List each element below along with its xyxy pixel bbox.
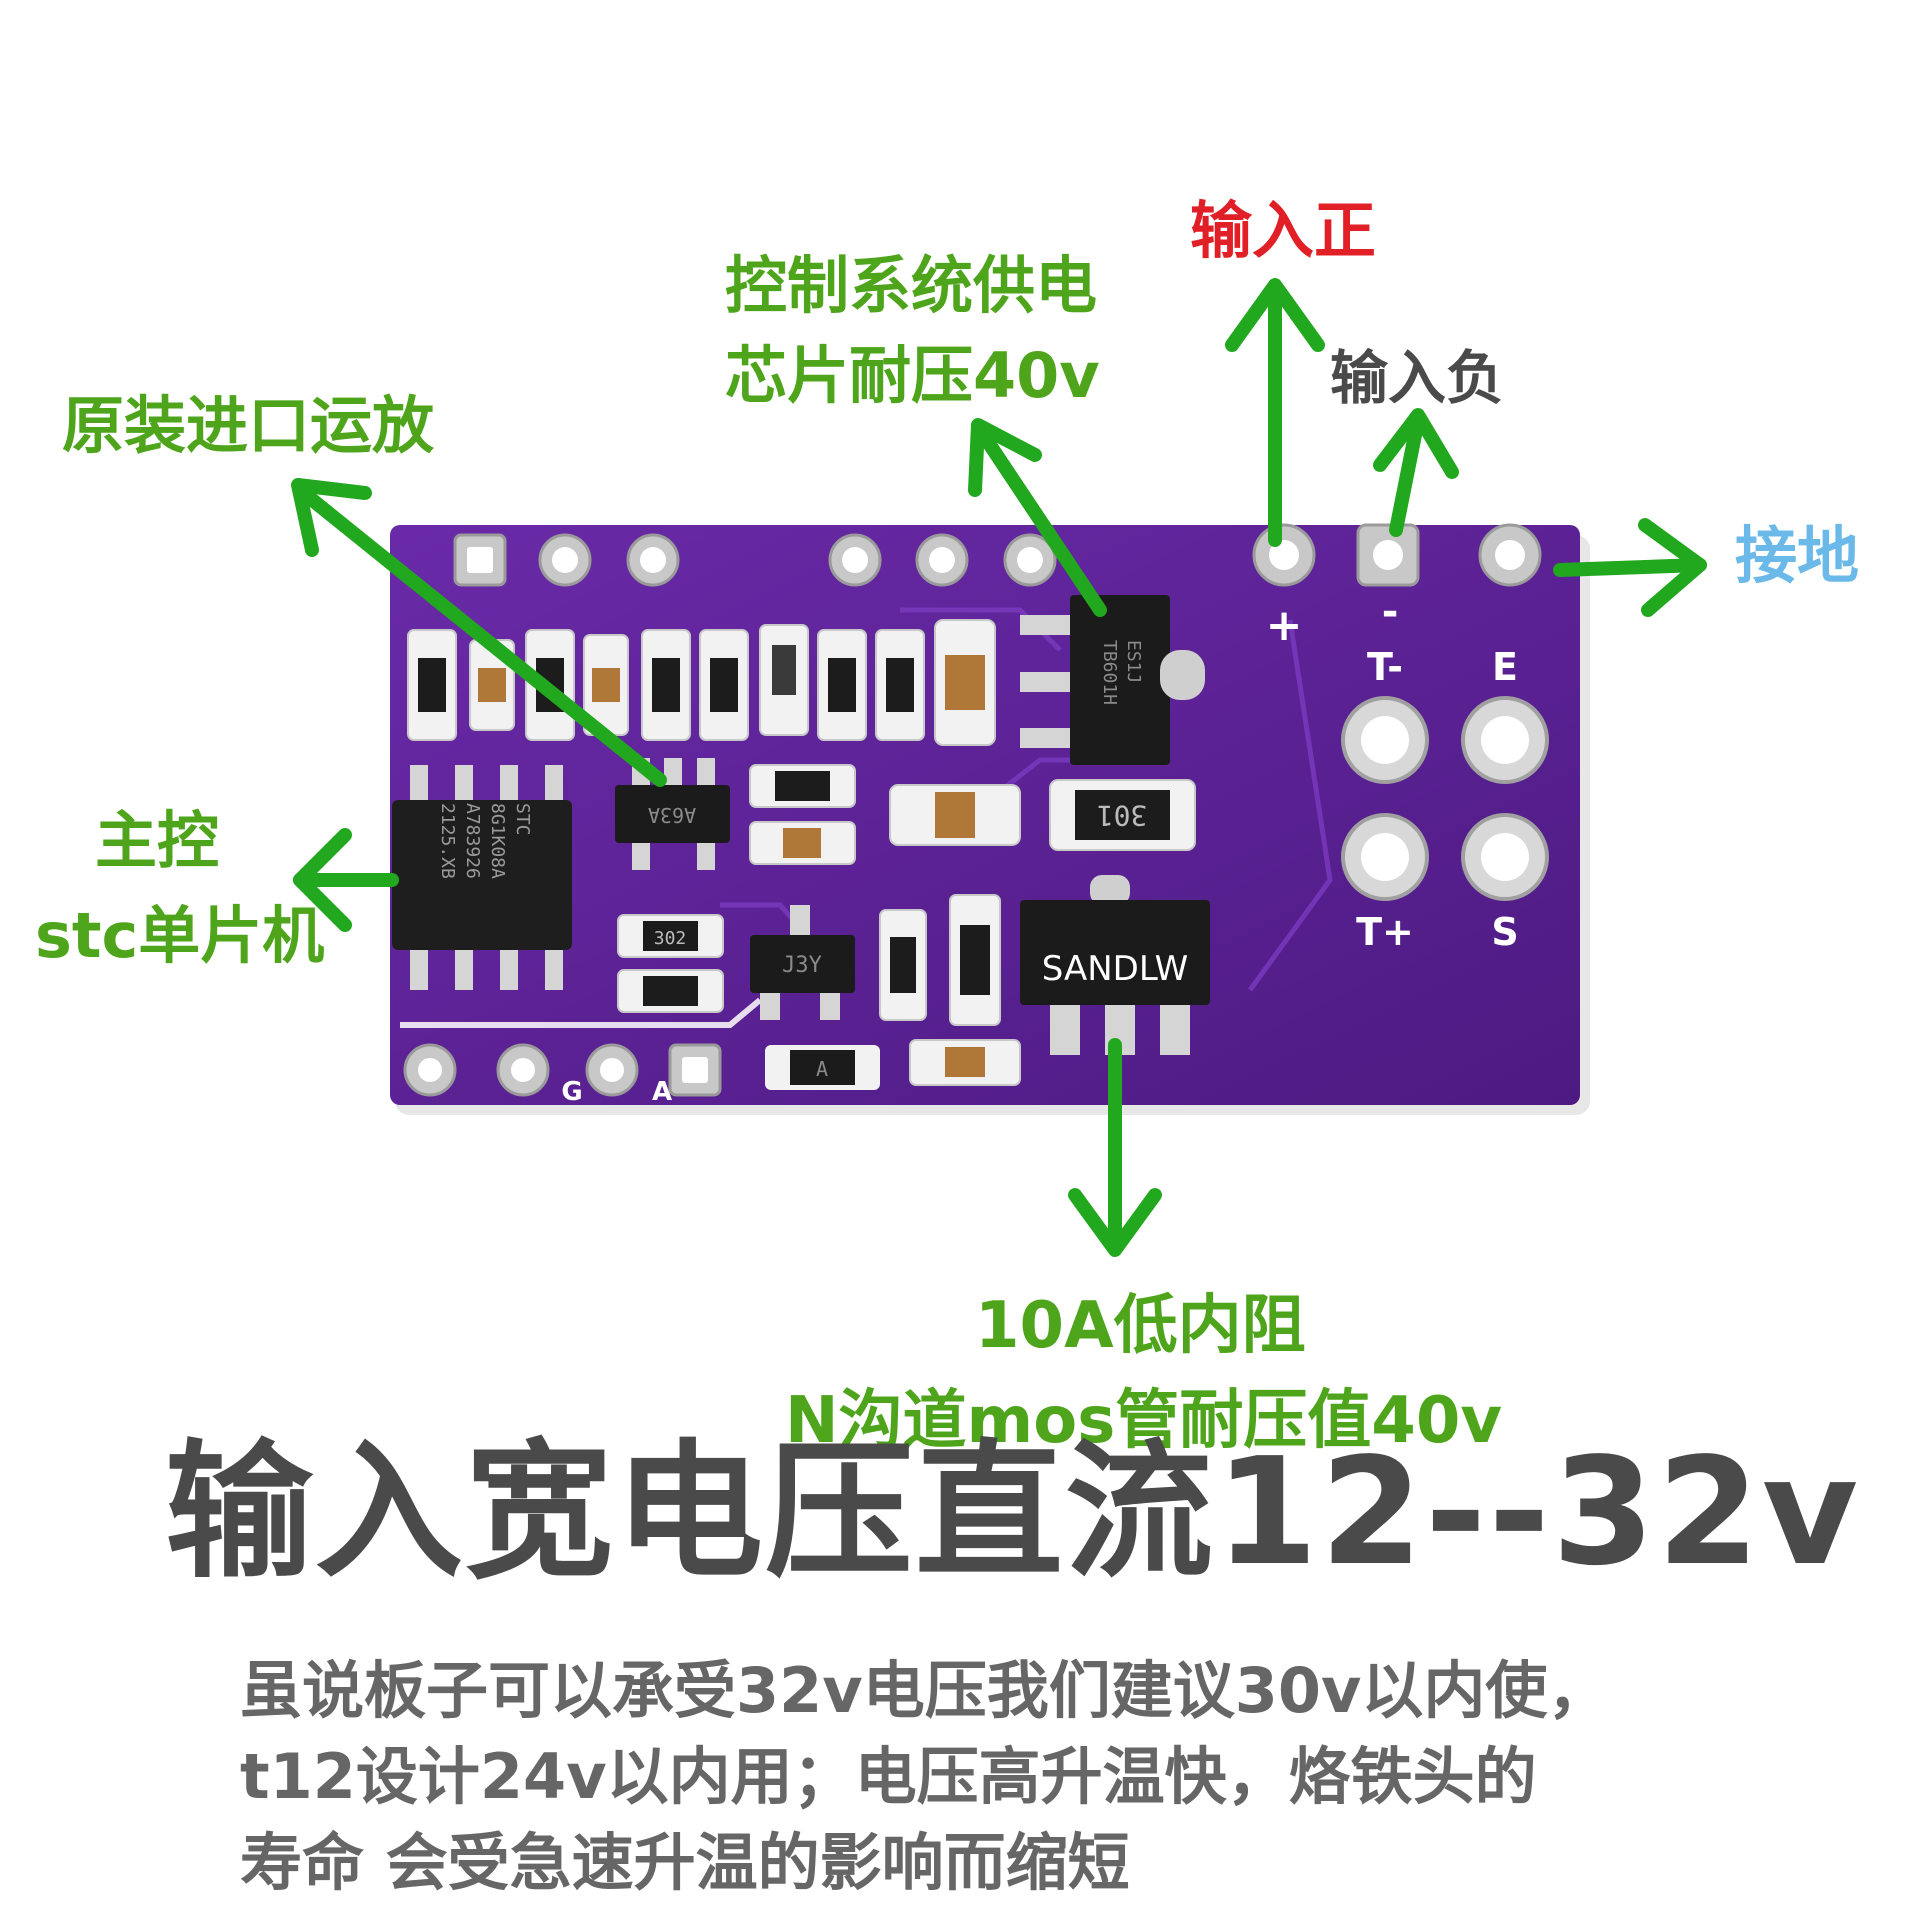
sense-resistor-marking: 301 (1097, 799, 1148, 832)
diode-marking: A (816, 1057, 828, 1081)
mcu-brand: STC (512, 803, 533, 836)
usage-note-line-2: t12设计24v以内用；电压高升温快，烙铁头的 (240, 1740, 1537, 1814)
mcu-marking-2: A783926 (462, 803, 483, 879)
bottom-pin-holes (403, 1043, 722, 1097)
silk-minus: - (1382, 589, 1399, 635)
opamp-marking: A63A (648, 803, 696, 827)
label-power-chip-2: 芯片耐压40v (725, 339, 1100, 412)
label-mcu-1: 主控 (95, 804, 220, 877)
silk-t-plus: T+ (1356, 910, 1414, 954)
top-pin-holes (453, 523, 1542, 587)
arrow-input-positive (1225, 278, 1325, 547)
silk-t-minus: T- (1367, 645, 1403, 689)
arrow-ground (1553, 518, 1707, 617)
regulator-marking-1: ES1J (1123, 640, 1144, 683)
transistor-chip: J3Y (750, 905, 855, 1020)
usage-note-line-1: 虽说板子可以承受32v电压我们建议30v以内使， (240, 1654, 1610, 1727)
label-input-positive: 输入正 (1190, 194, 1377, 267)
label-mcu-2: stc单片机 (35, 899, 325, 972)
silk-a: A (652, 1077, 672, 1107)
silk-g: G (561, 1077, 582, 1107)
top-row-resistors (407, 619, 996, 746)
usage-note-line-3: 寿命 会受急速升温的影响而缩短 (240, 1826, 1130, 1900)
arrow-mcu (293, 828, 399, 932)
silk-e: E (1492, 645, 1518, 689)
label-ground: 接地 (1735, 519, 1860, 592)
mosfet-chip: SANDLW (1020, 875, 1210, 1055)
headline: 输入宽电压直流12--32v (165, 1426, 1861, 1598)
silk-s: S (1491, 910, 1518, 954)
mosfet-marking: SANDLW (1042, 949, 1189, 989)
mcu-chip: STC 8G1K08A A783926 2125.XB (392, 765, 572, 990)
probe-pads (1341, 696, 1549, 901)
regulator-chip: ES1J TB601H (1020, 595, 1205, 765)
silk-plus: + (1266, 600, 1303, 651)
mcu-marking-1: 8G1K08A (487, 803, 508, 879)
regulator-marking-2: TB601H (1099, 640, 1120, 705)
resistor-302-marking: 302 (654, 928, 687, 949)
arrow-mosfet (1068, 1038, 1162, 1257)
label-input-negative: 输入负 (1330, 344, 1505, 412)
mcu-marking-3: 2125.XB (437, 803, 458, 879)
label-power-chip-1: 控制系统供电 (725, 249, 1098, 322)
middle-passives: 301 302 (617, 764, 1196, 1086)
board-edge-trace (400, 997, 762, 1028)
transistor-marking: J3Y (782, 953, 822, 978)
arrow-opamp (291, 478, 667, 787)
diode-chip: A (765, 1045, 880, 1090)
arrow-input-negative (1373, 408, 1459, 537)
usage-note: 虽说板子可以承受32v电压我们建议30v以内使， t12设计24v以内用；电压高… (240, 1648, 1609, 1907)
label-mosfet-1: 10A低内阻 (975, 1289, 1306, 1363)
arrow-power-chip (968, 418, 1107, 617)
label-opamp: 原装进口运放 (62, 389, 435, 462)
label-mosfet-2: N沟道mos管耐压值40v (785, 1384, 1503, 1458)
